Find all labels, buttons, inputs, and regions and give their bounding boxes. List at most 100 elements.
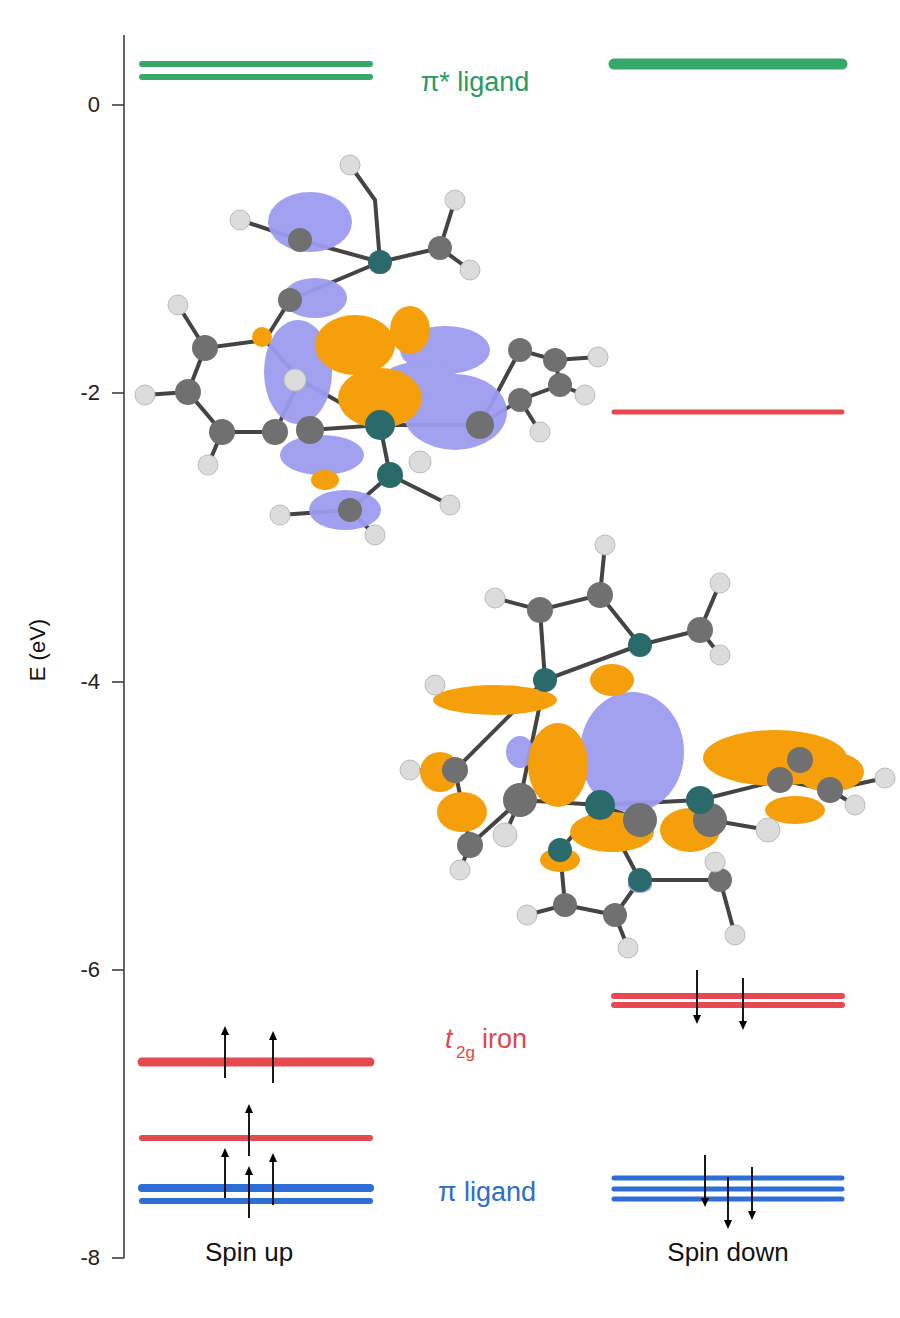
- svg-circle: [340, 155, 360, 175]
- svg-circle: [517, 905, 537, 925]
- svg-circle: [588, 347, 608, 367]
- svg-circle: [377, 462, 403, 488]
- tick-label: -2: [80, 381, 100, 405]
- svg-circle: [725, 925, 745, 945]
- svg-circle: [787, 747, 813, 773]
- svg-line: [727, 1177, 729, 1225]
- svg-polyline: [350, 165, 470, 270]
- svg-line: [142, 1135, 370, 1141]
- svg-circle: [175, 379, 201, 405]
- svg-line: [248, 1108, 250, 1156]
- svg-circle: [365, 525, 385, 545]
- svg-circle: [585, 790, 615, 820]
- svg-line: [272, 1035, 274, 1083]
- svg-g: [442, 582, 843, 927]
- svg-ellipse: [252, 327, 272, 347]
- svg-circle: [445, 190, 465, 210]
- svg-circle: [135, 385, 155, 405]
- svg-g: [506, 692, 756, 893]
- svg-circle: [428, 236, 452, 260]
- level-label-subscript: 2g: [456, 1044, 475, 1063]
- svg-circle: [440, 495, 460, 515]
- svg-line: [696, 970, 698, 1020]
- svg-circle: [270, 505, 290, 525]
- svg-ellipse: [280, 435, 364, 475]
- svg-line: [142, 61, 370, 67]
- svg-circle: [527, 597, 553, 623]
- svg-line: [272, 1157, 274, 1205]
- svg-circle: [845, 795, 865, 815]
- svg-circle: [553, 893, 577, 917]
- svg-line: [142, 74, 370, 80]
- svg-g: [175, 228, 572, 522]
- svg-ellipse: [390, 306, 430, 354]
- svg-line: [142, 1184, 370, 1192]
- svg-circle: [817, 777, 843, 803]
- svg-line: [224, 1030, 226, 1078]
- svg-ellipse: [528, 723, 588, 807]
- svg-line: [751, 1167, 753, 1216]
- orbital-isosurface-2: [400, 535, 895, 958]
- level-label: iron: [482, 1025, 527, 1055]
- svg-circle: [198, 455, 218, 475]
- column-label: Spin up: [205, 1238, 293, 1267]
- svg-circle: [508, 338, 532, 362]
- svg-circle: [230, 210, 250, 230]
- svg-circle: [442, 757, 468, 783]
- spin-up-levels: [142, 64, 370, 1201]
- svg-circle: [533, 668, 557, 692]
- tick-label: -4: [80, 670, 100, 694]
- axis-title: E (eV): [26, 619, 50, 681]
- electron-arrows: [225, 970, 752, 1225]
- svg-polyline: [600, 583, 720, 645]
- svg-line: [112, 392, 124, 394]
- svg-circle: [338, 498, 362, 522]
- svg-line: [112, 969, 124, 971]
- svg-circle: [687, 617, 713, 643]
- svg-circle: [503, 783, 537, 817]
- level-label: π* ligand: [421, 68, 530, 98]
- svg-circle: [493, 823, 517, 847]
- svg-circle: [767, 767, 793, 793]
- svg-circle: [485, 588, 505, 608]
- svg-circle: [548, 838, 572, 862]
- svg-g: [252, 258, 430, 490]
- svg-circle: [192, 335, 218, 361]
- svg-line: [112, 1257, 124, 1259]
- svg-circle: [296, 416, 324, 444]
- svg-circle: [368, 250, 392, 274]
- svg-circle: [587, 582, 613, 608]
- tick-label: -8: [80, 1246, 100, 1270]
- svg-g: [135, 155, 608, 545]
- svg-circle: [460, 260, 480, 280]
- svg-circle: [365, 410, 395, 440]
- tick-label: 0: [88, 93, 100, 117]
- svg-line: [123, 35, 125, 1258]
- svg-line: [224, 1152, 226, 1198]
- svg-circle: [262, 419, 288, 445]
- svg-line: [614, 993, 842, 999]
- svg-ellipse: [590, 664, 634, 696]
- svg-circle: [425, 675, 445, 695]
- svg-ellipse: [437, 792, 487, 832]
- svg-line: [112, 104, 124, 106]
- svg-circle: [409, 451, 431, 473]
- svg-circle: [284, 369, 306, 391]
- svg-circle: [209, 419, 235, 445]
- svg-line: [614, 1002, 842, 1008]
- svg-circle: [595, 535, 615, 555]
- svg-ellipse: [315, 315, 395, 375]
- svg-ellipse: [268, 192, 352, 252]
- svg-circle: [623, 803, 657, 837]
- svg-circle: [705, 852, 725, 872]
- svg-line: [112, 681, 124, 683]
- svg-g: [410, 545, 885, 948]
- svg-circle: [457, 832, 483, 858]
- svg-g: [533, 633, 714, 892]
- svg-circle: [603, 903, 627, 927]
- svg-circle: [618, 938, 638, 958]
- level-label: π ligand: [438, 1178, 536, 1208]
- svg-circle: [710, 645, 730, 665]
- tick-label: -6: [80, 958, 100, 982]
